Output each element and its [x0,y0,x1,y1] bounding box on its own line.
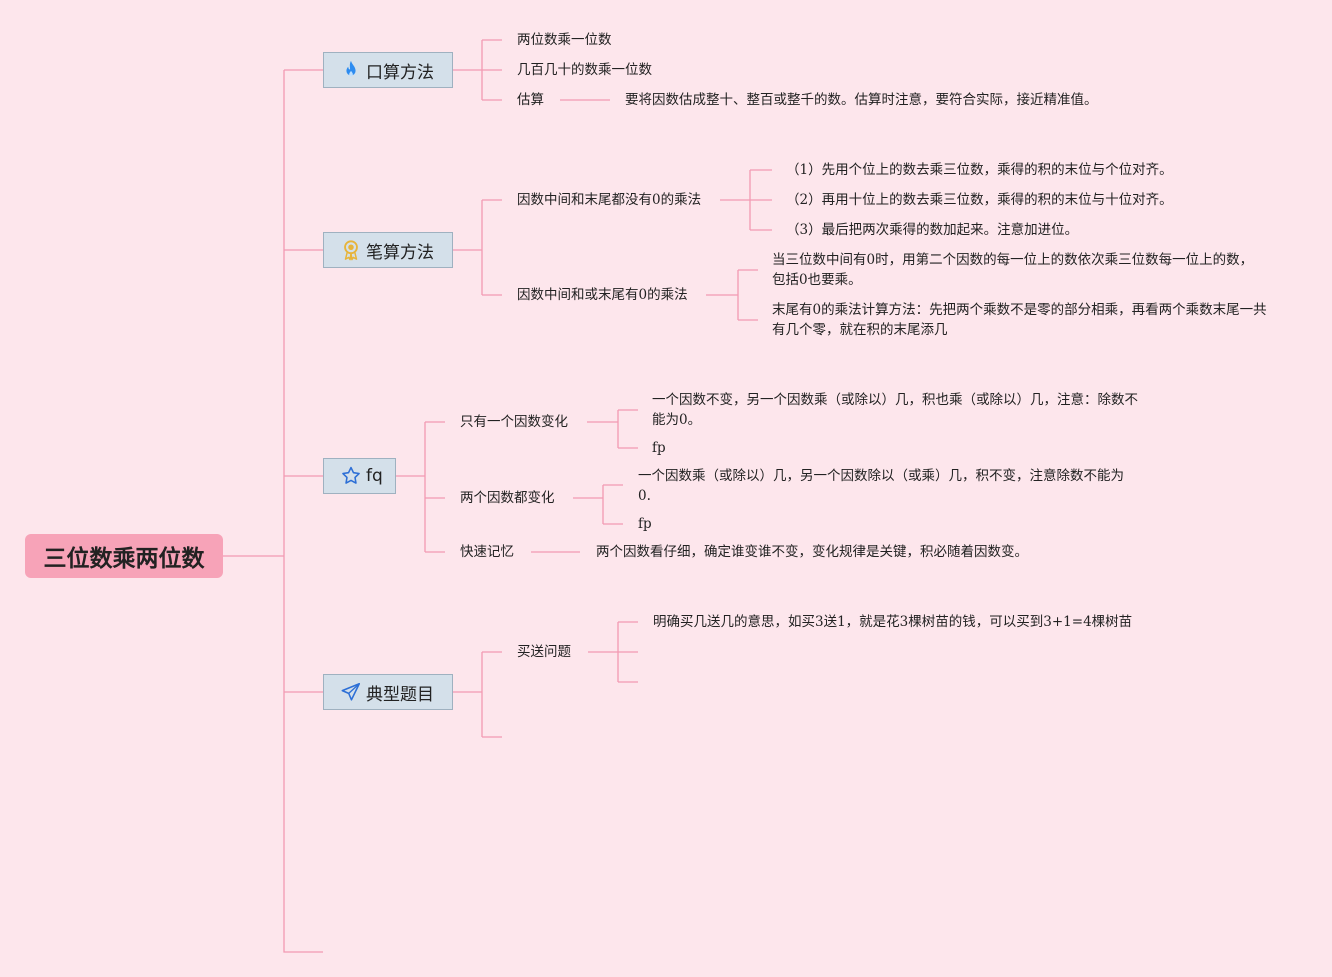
connector-typical [452,651,502,738]
oral-item-estimate[interactable]: 估算 [517,92,544,108]
fq-memory-label[interactable]: 快速记忆 [460,544,514,560]
connector-written [452,199,502,296]
fq-memory-note[interactable]: 两个因数看仔细，确定谁变谁不变，变化规律是关键，积必随着因数变。 [596,544,1028,560]
award-ribbon-icon [340,239,362,261]
fq-one-factor-note[interactable]: 一个因数不变，另一个因数乘（或除以）几，积也乘（或除以）几，注意：除数不能为0。 [652,392,1138,428]
paper-plane-icon [340,681,362,703]
branch-oral-label: 口算方法 [366,62,434,83]
branch-fq-label: fq [366,466,383,486]
written-step-2[interactable]: （2）再用十位上的数去乘三位数，乘得的积的末位与十位对齐。 [786,192,1173,208]
branch-typical-problems[interactable]: 典型题目 [323,674,453,710]
oral-estimate-note[interactable]: 要将因数估成整十、整百或整千的数。估算时注意，要符合实际，接近精准值。 [625,92,1098,108]
oral-item-two-digit[interactable]: 两位数乘一位数 [517,32,612,48]
written-with-zero-label[interactable]: 因数中间和或末尾有0的乘法 [517,287,688,303]
branch-written-method[interactable]: 笔算方法 [323,232,453,268]
fq-one-factor-extra[interactable]: fp [652,440,666,456]
root-node[interactable]: 三位数乘两位数 [25,534,223,578]
fq-one-factor-label[interactable]: 只有一个因数变化 [460,414,568,430]
connector-oral [452,39,502,101]
fq-two-factors-extra[interactable]: fp [638,516,652,532]
fq-two-factors-label[interactable]: 两个因数都变化 [460,490,555,506]
written-zero-middle-note[interactable]: 当三位数中间有0时，用第二个因数的每一位上的数依次乘三位数每一位上的数，包括0也… [772,252,1254,288]
branch-fq[interactable]: fq [323,458,396,494]
written-step-1[interactable]: （1）先用个位上的数去乘三位数，乘得的积的末位与个位对齐。 [786,162,1173,178]
written-zero-end-note[interactable]: 末尾有0的乘法计算方法：先把两个乘数不是零的部分相乘，再看两个乘数末尾一共有几个… [772,302,1267,338]
typical-buy-gift-label[interactable]: 买送问题 [517,644,571,660]
connector-trunk [283,70,323,953]
written-no-zero-label[interactable]: 因数中间和末尾都没有0的乘法 [517,192,702,208]
connector-fq [395,421,445,553]
flame-icon [340,59,362,81]
branch-written-label: 笔算方法 [366,242,434,263]
branch-oral-method[interactable]: 口算方法 [323,52,453,88]
star-icon [340,465,362,487]
oral-item-hundreds[interactable]: 几百几十的数乘一位数 [517,62,652,78]
fq-two-factors-note[interactable]: 一个因数乘（或除以）几，另一个因数除以（或乘）几，积不变，注意除数不能为0. [638,468,1124,504]
root-label: 三位数乘两位数 [43,546,205,572]
written-step-3[interactable]: （3）最后把两次乘得的数加起来。注意加进位。 [786,222,1079,238]
typical-buy-gift-note[interactable]: 明确买几送几的意思，如买3送1，就是花3棵树苗的钱，可以买到3+1=4棵树苗 [653,614,1133,630]
branch-typical-label: 典型题目 [366,684,434,705]
